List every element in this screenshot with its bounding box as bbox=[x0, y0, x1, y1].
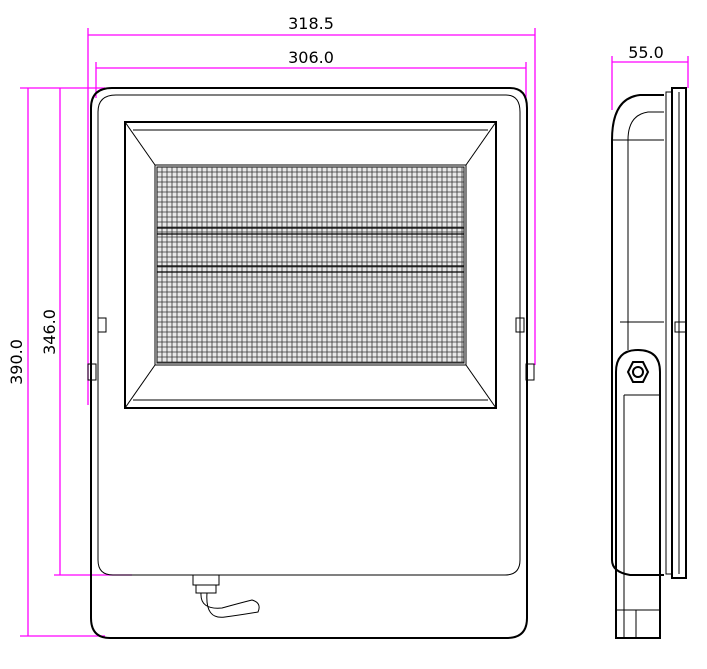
side-depth-label: 55.0 bbox=[628, 43, 664, 62]
housing-outline bbox=[90, 87, 528, 639]
body-height-label: 346.0 bbox=[40, 309, 59, 355]
front-view bbox=[87, 87, 535, 639]
side-view bbox=[611, 87, 687, 639]
overall-width-label: 318.5 bbox=[288, 14, 334, 33]
bezel-outer bbox=[124, 121, 497, 409]
led-panel bbox=[156, 166, 465, 364]
overall-height-label: 390.0 bbox=[7, 339, 26, 385]
body-width-label: 306.0 bbox=[288, 48, 334, 67]
bolt-icon bbox=[626, 361, 650, 383]
cable-icon bbox=[192, 574, 260, 618]
